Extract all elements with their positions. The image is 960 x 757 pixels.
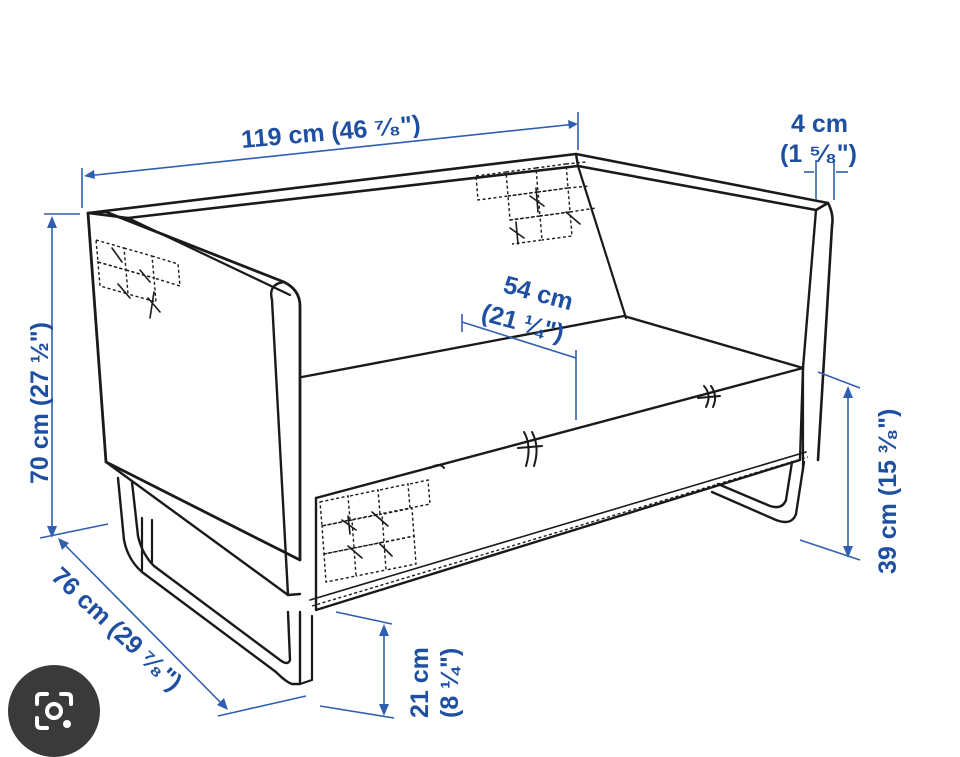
sofa-drawing: [86, 152, 834, 686]
sofa-back: [86, 152, 830, 320]
dimension-lines: [39, 112, 861, 719]
seat-height-label: 39 cm (15 ³⁄₈"): [874, 409, 902, 574]
width-label: 119 cm (46 ⁷⁄₈"): [240, 110, 422, 154]
camera-lens-icon: [35, 692, 73, 730]
height-label: 70 cm (27 ½"): [26, 322, 54, 484]
sofa-seat: [300, 314, 809, 612]
thickness-in-label: (1 ⁵⁄₈"): [780, 140, 857, 168]
sofa-legs: [116, 460, 806, 686]
lens-search-button[interactable]: [8, 665, 100, 757]
stitch-pattern-front: [319, 479, 431, 583]
sofa-left-arm: [86, 210, 302, 597]
leg-height-cm-label: 21 cm: [406, 647, 434, 718]
thickness-cm-label: 4 cm: [791, 110, 848, 138]
seat-tufts: [429, 385, 721, 469]
stitch-pattern-back: [475, 161, 597, 245]
stitch-pattern-arm: [95, 239, 181, 319]
leg-height-in-label: (8 ¼"): [436, 648, 464, 718]
sofa-right-arm: [801, 201, 834, 472]
